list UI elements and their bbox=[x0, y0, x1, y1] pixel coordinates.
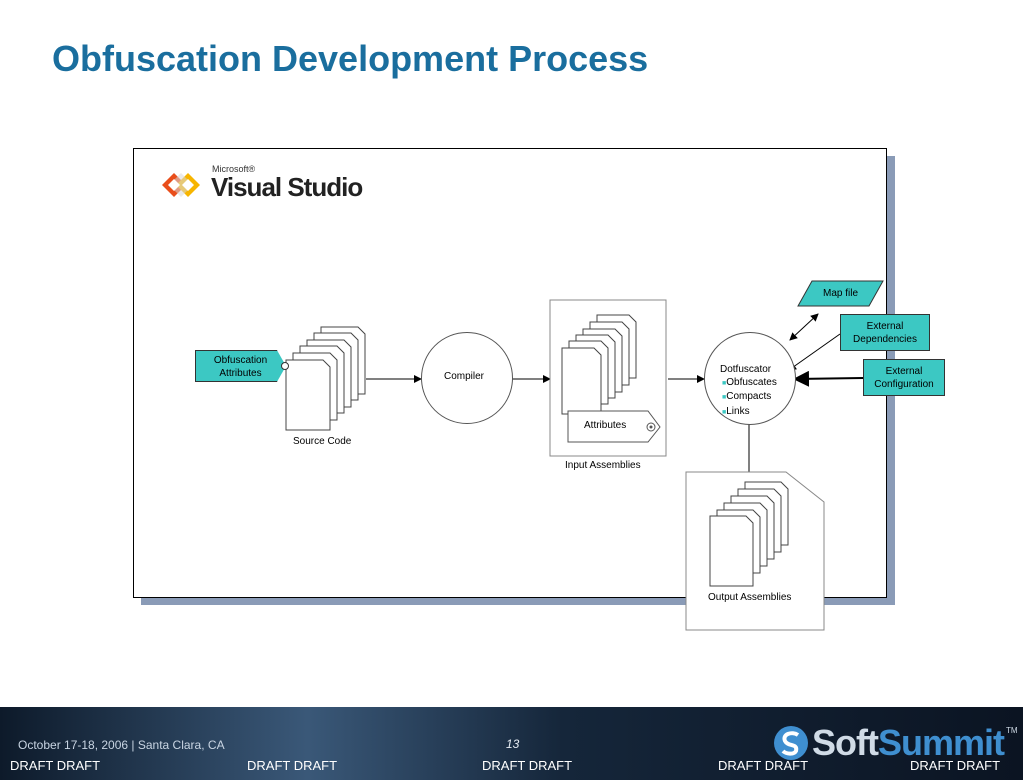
attributes-tag bbox=[567, 410, 661, 443]
softsummit-brand: SoftSummit bbox=[812, 722, 1005, 763]
visual-studio-logo bbox=[162, 173, 200, 197]
page-title: Obfuscation Development Process bbox=[52, 38, 649, 79]
draft-label: DRAFT DRAFT bbox=[247, 758, 338, 773]
dotfuscator-item: ■Obfuscates bbox=[722, 377, 777, 388]
external-configuration-box: External Configuration bbox=[863, 359, 945, 396]
output-assemblies-label: Output Assemblies bbox=[708, 592, 792, 603]
page-number: 13 bbox=[506, 737, 520, 751]
compiler-label: Compiler bbox=[444, 371, 485, 382]
obfuscation-attributes-shape: Obfuscation Attributes bbox=[195, 350, 286, 382]
dotfuscator-item: ■Links bbox=[722, 406, 750, 417]
map-file-label: Map file bbox=[823, 288, 859, 299]
attributes-label: Attributes bbox=[584, 420, 627, 431]
footer-band bbox=[0, 707, 1023, 780]
connector-dot bbox=[281, 362, 289, 370]
draft-label: DRAFT DRAFT bbox=[910, 758, 1001, 773]
process-diagram bbox=[285, 280, 884, 631]
map-file-shape bbox=[797, 280, 884, 307]
brand-trademark: TM bbox=[1006, 726, 1018, 735]
dotfuscator-item: ■Compacts bbox=[722, 391, 772, 402]
logo-visual-studio-text: Visual Studio bbox=[211, 172, 363, 202]
logo-microsoft-text: Microsoft® bbox=[212, 164, 256, 174]
input-assemblies-label: Input Assemblies bbox=[565, 460, 641, 471]
softsummit-logo-icon bbox=[774, 726, 808, 760]
draft-label: DRAFT DRAFT bbox=[482, 758, 573, 773]
source-code-documents bbox=[285, 326, 366, 431]
footer-date: October 17-18, 2006 | Santa Clara, CA bbox=[18, 738, 225, 752]
draft-label: DRAFT DRAFT bbox=[10, 758, 101, 773]
external-dependencies-box: External Dependencies bbox=[840, 314, 930, 351]
compiler-node bbox=[421, 332, 513, 424]
input-assembly-documents bbox=[561, 314, 637, 415]
dotfuscator-node bbox=[704, 332, 796, 425]
dotfuscator-label: Dotfuscator bbox=[720, 364, 772, 375]
draft-label: DRAFT DRAFT bbox=[718, 758, 809, 773]
source-code-label: Source Code bbox=[293, 436, 352, 447]
output-assembly-documents bbox=[709, 481, 789, 587]
